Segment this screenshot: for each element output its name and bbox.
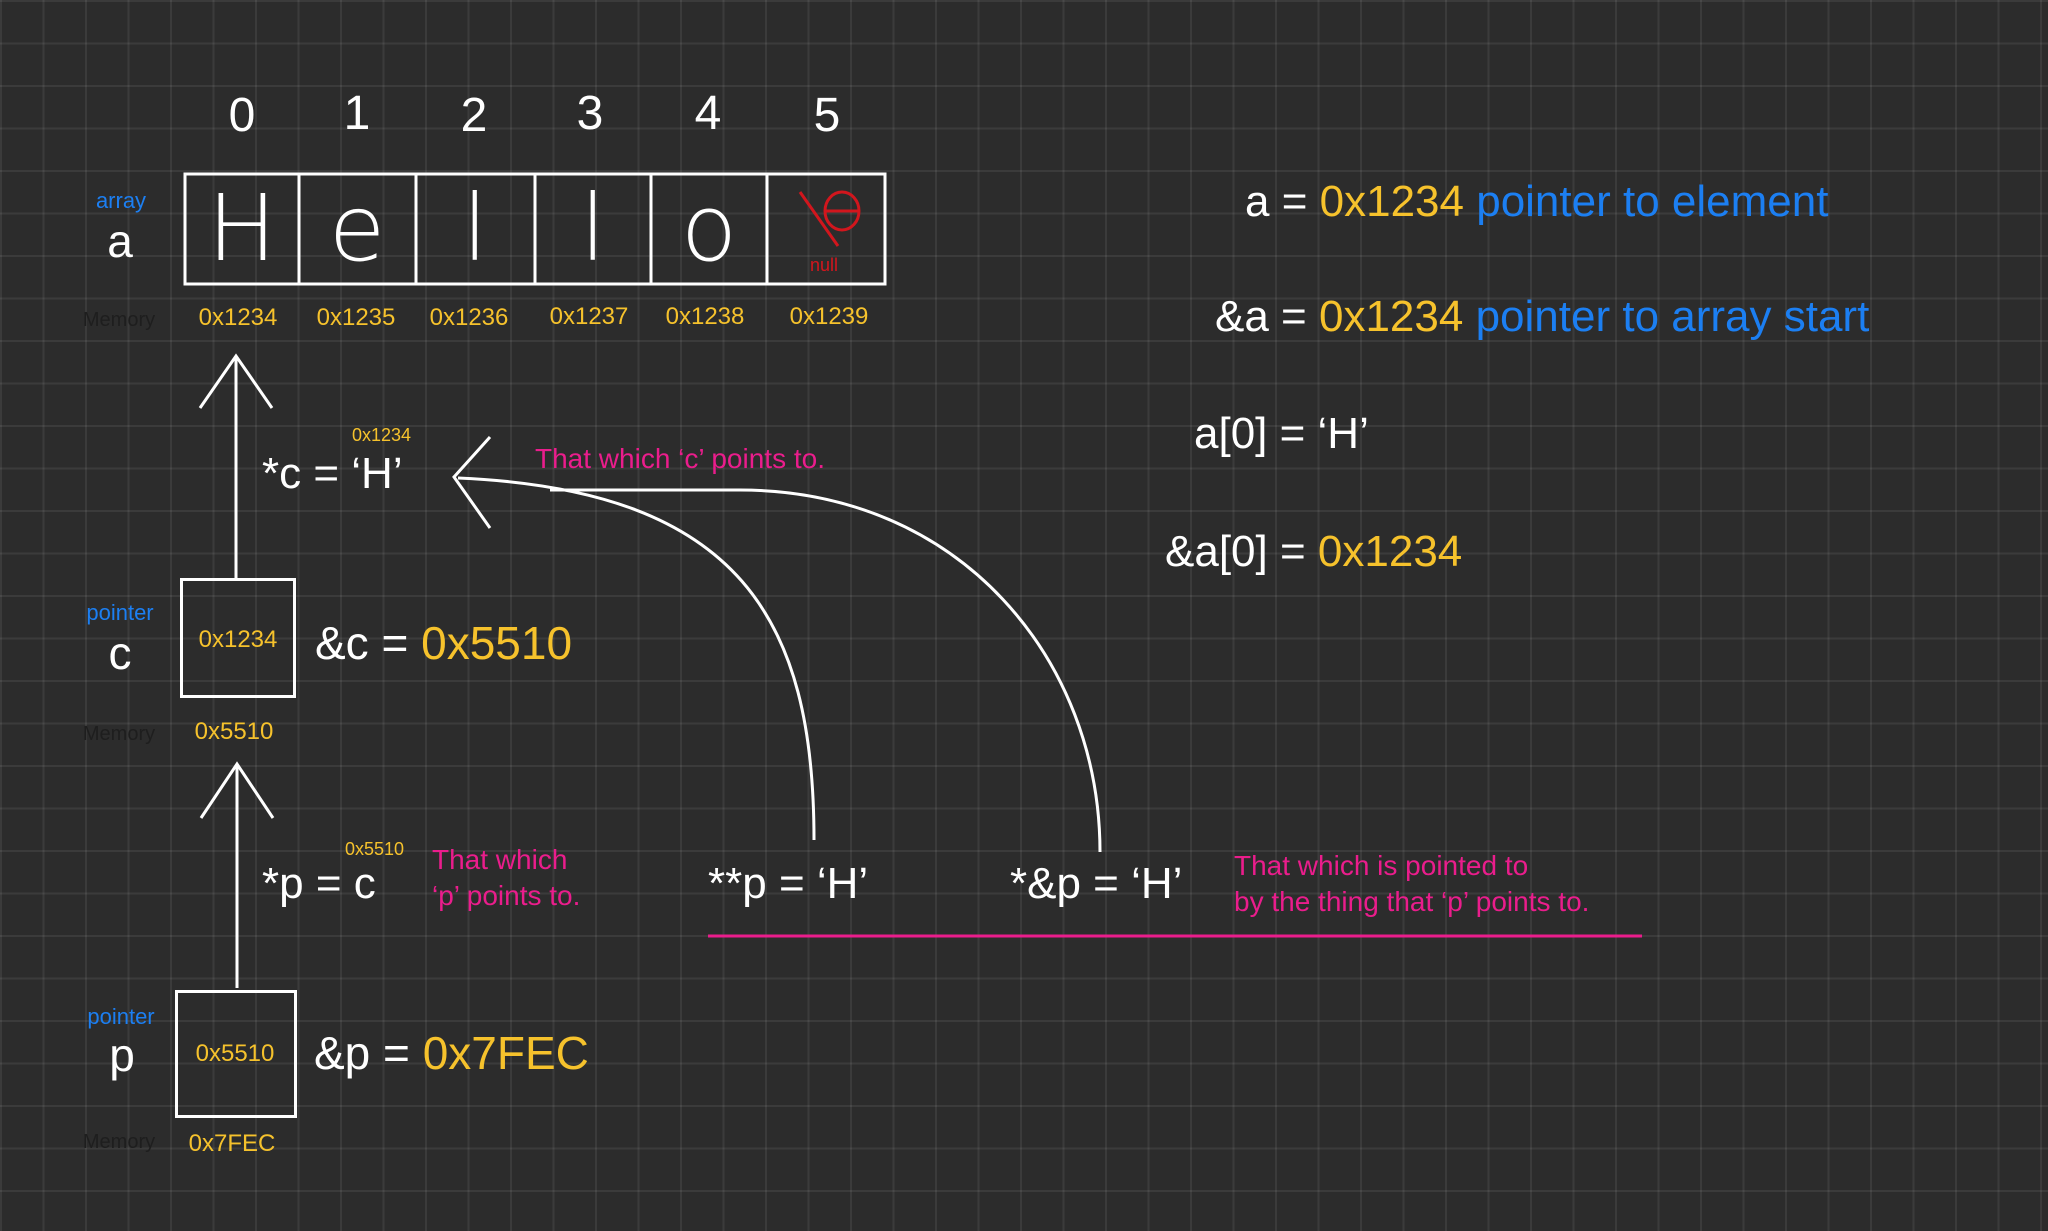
- address-1: 0x1235: [316, 304, 396, 331]
- pointer-p-box: [175, 990, 297, 1118]
- double-deref-expression: **p = ‘H’: [708, 859, 869, 908]
- cell-char-3: l: [580, 175, 606, 282]
- address-3: 0x1237: [549, 303, 629, 330]
- address-2: 0x1236: [429, 304, 509, 331]
- array-type-label: array: [95, 188, 147, 213]
- deref-p-expression: *p = c: [262, 859, 376, 908]
- arrowhead-deref-c: [452, 435, 492, 529]
- deref-p-note: That which ‘p’ points to.: [432, 844, 581, 912]
- pointer-p-memory-label: Memory: [82, 1131, 156, 1153]
- pointer-c-variable-name: c: [108, 627, 132, 679]
- deref-addr-p-note: That which is pointed to by the thing th…: [1234, 850, 1590, 918]
- deref-addr-p-expression: *&p = ‘H’: [1010, 859, 1183, 908]
- curve-deref-addr-p: [550, 488, 1102, 853]
- index-1: 1: [343, 87, 371, 140]
- pointer-p-address: 0x7FEC: [188, 1130, 276, 1157]
- deref-c-expression: *c = ‘H’: [262, 449, 403, 498]
- pointer-p-value: 0x5510: [195, 1040, 275, 1067]
- address-0: 0x1234: [198, 304, 278, 331]
- pointer-p-type-label: pointer: [87, 1004, 155, 1029]
- pointer-c-box: [180, 578, 296, 698]
- equation-a-index-0: a[0] = ‘H’: [1194, 409, 1369, 458]
- pointer-c-value: 0x1234: [198, 626, 278, 653]
- index-0: 0: [228, 89, 256, 142]
- array-memory-label: Memory: [82, 309, 156, 331]
- pointer-c-memory-label: Memory: [82, 723, 156, 745]
- pointer-c-type-label: pointer: [86, 600, 154, 625]
- address-5: 0x1239: [789, 303, 869, 330]
- address-4: 0x1238: [665, 303, 745, 330]
- pointer-c-address-expression: &c = 0x5510: [315, 617, 573, 669]
- deref-p-small-address: 0x5510: [345, 839, 405, 859]
- equation-address-of-a: &a = 0x1234 pointer to array start: [1215, 292, 1870, 341]
- cell-char-2: l: [462, 175, 488, 282]
- index-2: 2: [460, 89, 488, 142]
- index-3: 3: [576, 87, 604, 140]
- equation-address-of-a-index-0: &a[0] = 0x1234: [1165, 527, 1463, 576]
- index-4: 4: [694, 87, 722, 140]
- cell-char-4: o: [680, 175, 738, 282]
- null-terminator-icon: [798, 190, 861, 247]
- pointer-p-address-expression: &p = 0x7FEC: [314, 1027, 589, 1079]
- pointer-c-address: 0x5510: [194, 718, 274, 745]
- index-5: 5: [813, 89, 841, 142]
- arrow-c-to-array: [198, 353, 274, 578]
- null-label: null: [809, 255, 839, 275]
- equation-a: a = 0x1234 pointer to element: [1245, 177, 1829, 226]
- deref-c-small-address: 0x1234: [352, 425, 412, 445]
- array-variable-name: a: [107, 215, 133, 267]
- pointer-p-variable-name: p: [109, 1029, 135, 1081]
- deref-c-note: That which ‘c’ points to.: [535, 443, 825, 474]
- arrow-p-to-c: [199, 761, 275, 988]
- cell-char-0: H: [207, 175, 277, 282]
- cell-char-1: e: [328, 175, 386, 282]
